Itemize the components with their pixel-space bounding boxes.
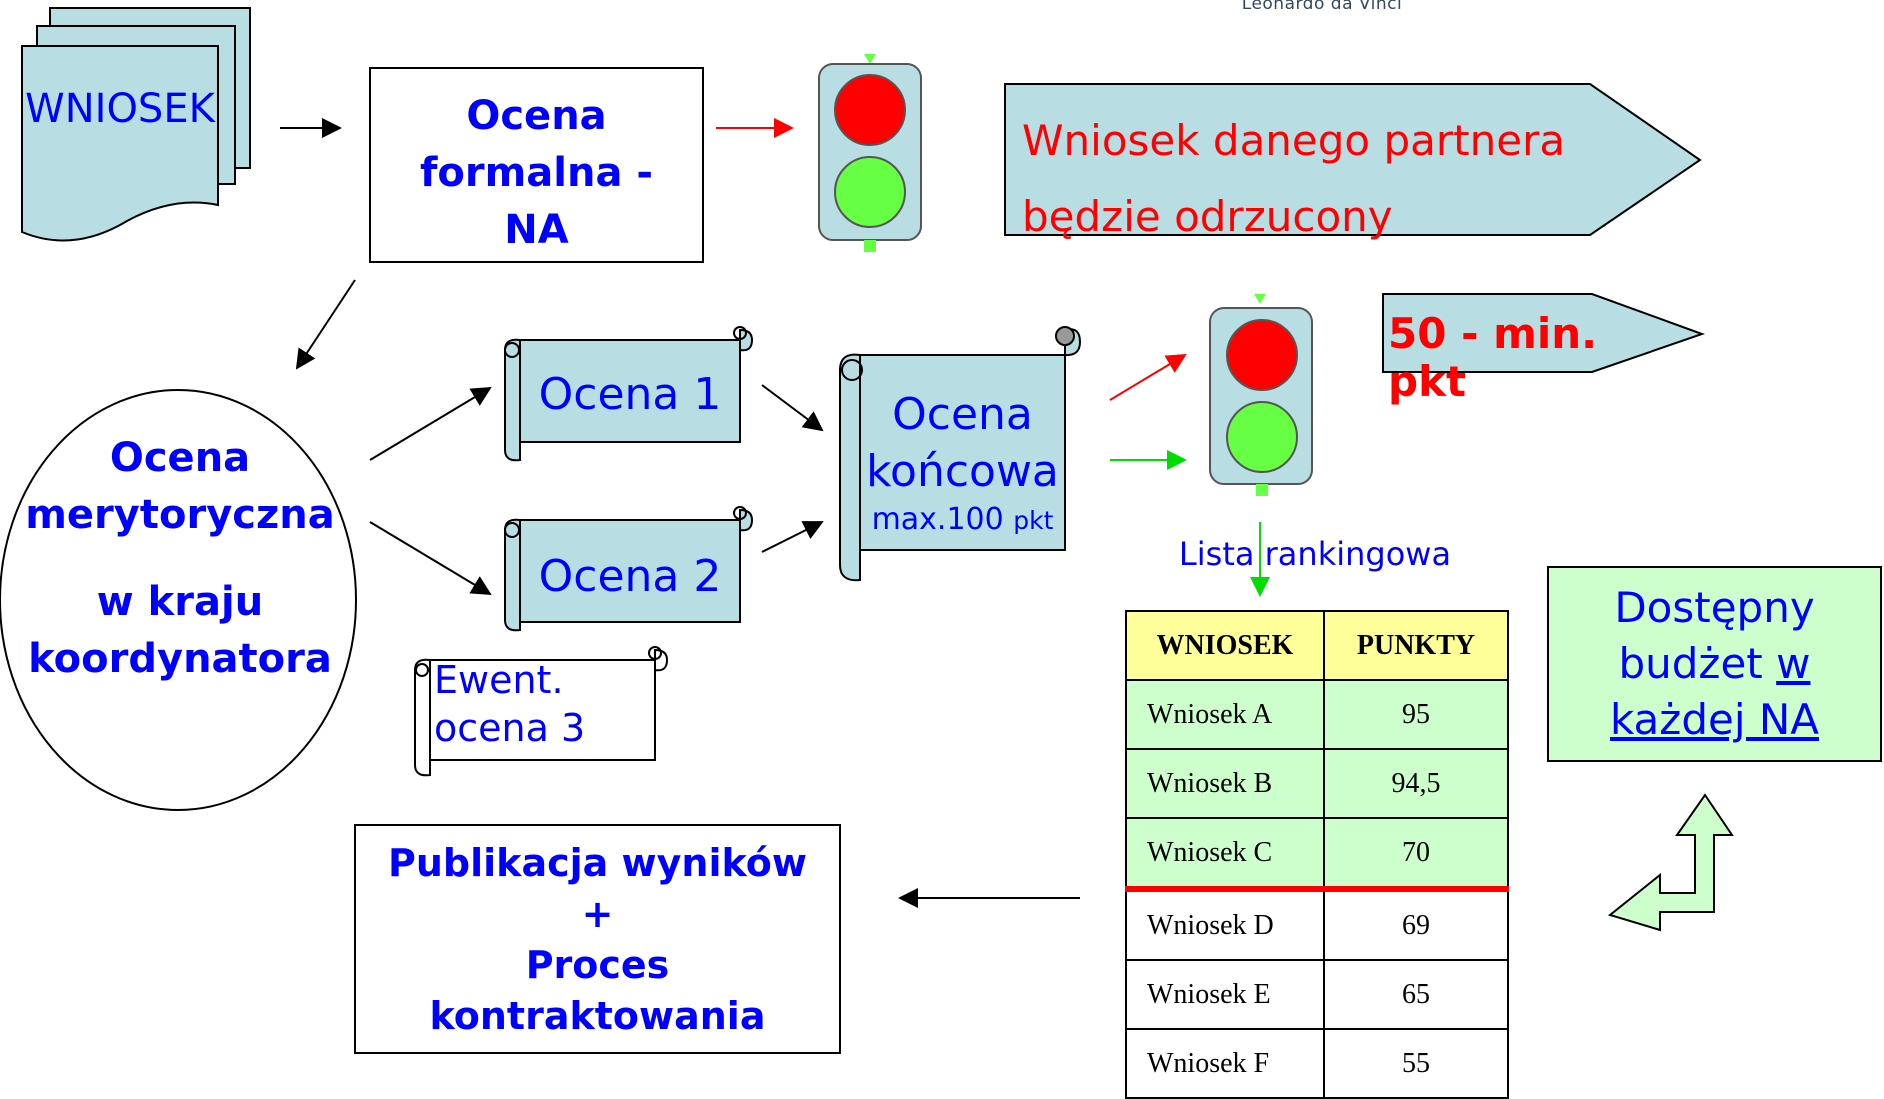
bent-up-arrow-icon [1607, 793, 1734, 932]
column-header-punkty: PUNKTY [1323, 610, 1509, 681]
arrow-ocena1-to-final [761, 384, 824, 432]
ocena3-scroll-shape [414, 646, 669, 777]
table-header-row: WNIOSEK PUNKTY [1125, 610, 1509, 681]
publication-box [354, 824, 841, 1054]
final-assessment-scroll-shape [839, 326, 1082, 582]
publication-line-2: + [581, 892, 614, 936]
row-name: Wniosek A [1125, 679, 1325, 750]
traffic-light-icon [1209, 294, 1313, 496]
row-name: Wniosek E [1125, 959, 1325, 1030]
final-assessment-label: Ocena końcowa max.100 pkt [860, 386, 1065, 541]
budget-line-1: Dostępny [1614, 583, 1815, 632]
rejection-arrow-shape [1004, 83, 1702, 236]
rejection-line-1: Wniosek danego partnera [1022, 116, 1566, 165]
budget-line-2: budżet w [1548, 636, 1881, 692]
ocena3-label: Ewent. ocena 3 [434, 656, 654, 752]
row-name: Wniosek C [1125, 817, 1325, 890]
row-points: 69 [1323, 886, 1509, 961]
arrow-merit-to-ocena1 [369, 386, 492, 461]
merit-line-4: koordynatora [28, 636, 332, 682]
row-points: 95 [1323, 679, 1509, 750]
budget-box [1547, 566, 1882, 762]
arrow-ocena2-to-final [761, 521, 824, 553]
budget-label: Dostępny budżet w każdej NA [1548, 580, 1881, 748]
row-points: 55 [1323, 1028, 1509, 1099]
min-points-label: 50 - min. pkt [1388, 309, 1598, 407]
ocena3-line-1: Ewent. [434, 658, 564, 702]
final-max-label: max.100 [871, 502, 1004, 537]
table-row: Wniosek B 94,5 [1125, 748, 1509, 819]
ranking-list-label: Lista rankingowa [1178, 535, 1452, 573]
formal-line-1: Ocena [466, 93, 607, 139]
ocena2-scroll-shape [504, 506, 754, 632]
ocena2-label: Ocena 2 [538, 551, 722, 602]
column-header-wniosek: WNIOSEK [1125, 610, 1325, 681]
table-row: Wniosek F 55 [1125, 1028, 1509, 1099]
arrow-final-to-light-red [1109, 353, 1187, 401]
row-points: 65 [1323, 959, 1509, 1030]
table-row: Wniosek C 70 [1125, 817, 1509, 890]
publication-label: Publikacja wyników + Proces kontraktowan… [355, 838, 840, 1042]
logo-text: Leonardo da Vinci [1241, 0, 1403, 14]
final-line-1: Ocena [892, 389, 1033, 440]
formal-line-3: NA [504, 207, 569, 253]
merit-line-1: Ocena [109, 435, 251, 481]
formal-assessment-label: Ocena formalna - NA [370, 88, 703, 259]
table-row: Wniosek A 95 [1125, 679, 1509, 750]
ranking-table: WNIOSEK PUNKTY Wniosek A 95 Wniosek B 94… [1125, 610, 1509, 1099]
formal-line-2: formalna - [420, 150, 653, 196]
row-points: 94,5 [1323, 748, 1509, 819]
min-points-arrow-shape [1382, 293, 1705, 373]
rejection-label: Wniosek danego partnera będzie odrzucony [1022, 98, 1582, 260]
formal-assessment-box [369, 67, 704, 263]
budget-link-w[interactable]: w [1776, 639, 1811, 688]
publication-line-3: Proces [525, 943, 670, 987]
rejection-line-2: będzie odrzucony [1022, 192, 1393, 241]
ocena1-scroll-shape [504, 326, 754, 462]
budget-link-na[interactable]: każdej NA [1609, 695, 1820, 744]
arrow-merit-to-ocena2 [369, 521, 492, 596]
budget-word: budżet [1618, 639, 1763, 688]
final-line-3: max.100 pkt [860, 500, 1065, 541]
publication-line-1: Publikacja wyników [388, 841, 807, 885]
merit-assessment-ellipse [0, 389, 357, 811]
row-name: Wniosek D [1125, 886, 1325, 961]
document-stack-shape [21, 7, 251, 242]
merit-line-2: merytoryczna [25, 492, 335, 538]
ocena1-label: Ocena 1 [538, 369, 722, 420]
row-name: Wniosek B [1125, 748, 1325, 819]
publication-line-4: kontraktowania [429, 994, 766, 1038]
traffic-light-icon [818, 54, 922, 252]
ocena3-line-2: ocena 3 [434, 706, 586, 750]
arrow-formal-to-merit [295, 279, 356, 370]
wniosek-label: WNIOSEK [25, 86, 215, 132]
final-line-2: końcowa [866, 446, 1059, 497]
merit-assessment-label: Ocena merytoryczna w kraju koordynatora [10, 430, 350, 688]
row-name: Wniosek F [1125, 1028, 1325, 1099]
final-pkt-label: pkt [1013, 506, 1054, 535]
row-points: 70 [1323, 817, 1509, 890]
table-row: Wniosek E 65 [1125, 959, 1509, 1030]
merit-line-3: w kraju [96, 579, 264, 625]
table-row: Wniosek D 69 [1125, 886, 1509, 961]
